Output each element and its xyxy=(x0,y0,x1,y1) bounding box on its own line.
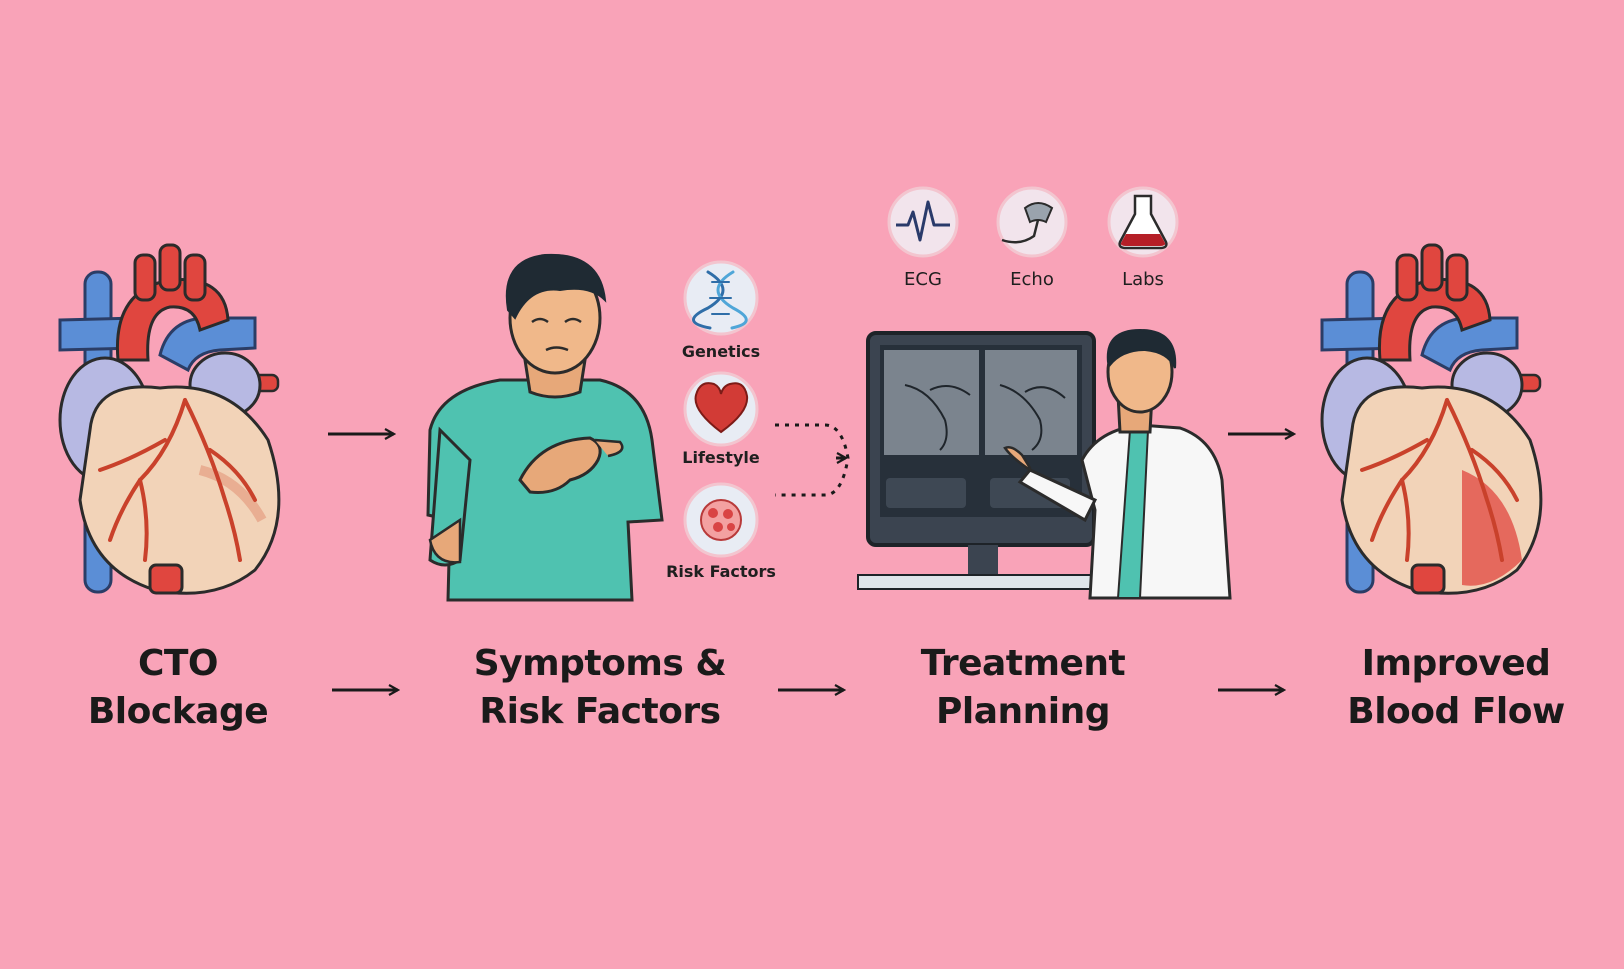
stage-label-line1: Treatment xyxy=(920,643,1126,684)
cells-icon xyxy=(700,499,742,541)
stage-label-treatment-planning: Treatment Planning xyxy=(880,640,1166,736)
heart-icon xyxy=(694,382,749,434)
ecg-label: ECG xyxy=(904,269,942,290)
flask-icon xyxy=(1118,194,1168,250)
monitor-illustration xyxy=(857,331,1109,590)
stage-label-line2: Blood Flow xyxy=(1347,691,1565,732)
dna-icon xyxy=(692,270,748,330)
risk-factors-label: Risk Factors xyxy=(666,562,776,581)
dotted-connector xyxy=(775,423,850,497)
stage-label-line1: Improved xyxy=(1361,643,1551,684)
labs-label: Labs xyxy=(1122,269,1164,290)
ecg-icon xyxy=(896,200,950,242)
ultrasound-probe-icon xyxy=(1001,202,1054,244)
stage-label-line1: Symptoms & xyxy=(473,643,727,684)
stage-label-cto-blockage: CTO Blockage xyxy=(60,640,296,736)
doctor-illustration xyxy=(1003,328,1232,600)
stage-label-improved-blood-flow: Improved Blood Flow xyxy=(1306,640,1606,736)
echo-label: Echo xyxy=(1010,269,1054,290)
genetics-icon-badge xyxy=(683,260,759,336)
stage-label-line2: Planning xyxy=(935,691,1111,732)
risk-factors-icon-badge xyxy=(683,482,759,558)
patient-illustration xyxy=(426,253,664,602)
flow-arrows xyxy=(328,434,1294,690)
lifestyle-icon-badge xyxy=(683,371,759,447)
stage-label-line2: Risk Factors xyxy=(479,691,721,732)
stage-label-line1: CTO xyxy=(137,643,219,684)
echo-icon-badge xyxy=(996,186,1068,258)
blocked-heart-illustration xyxy=(58,243,281,595)
stage-label-symptoms: Symptoms & Risk Factors xyxy=(440,640,760,736)
stage-label-line2: Blockage xyxy=(87,691,269,732)
lifestyle-label: Lifestyle xyxy=(682,448,760,467)
labs-icon-badge xyxy=(1107,186,1179,258)
genetics-label: Genetics xyxy=(681,342,761,361)
restored-heart-illustration xyxy=(1320,243,1543,595)
ecg-icon-badge xyxy=(887,186,959,258)
